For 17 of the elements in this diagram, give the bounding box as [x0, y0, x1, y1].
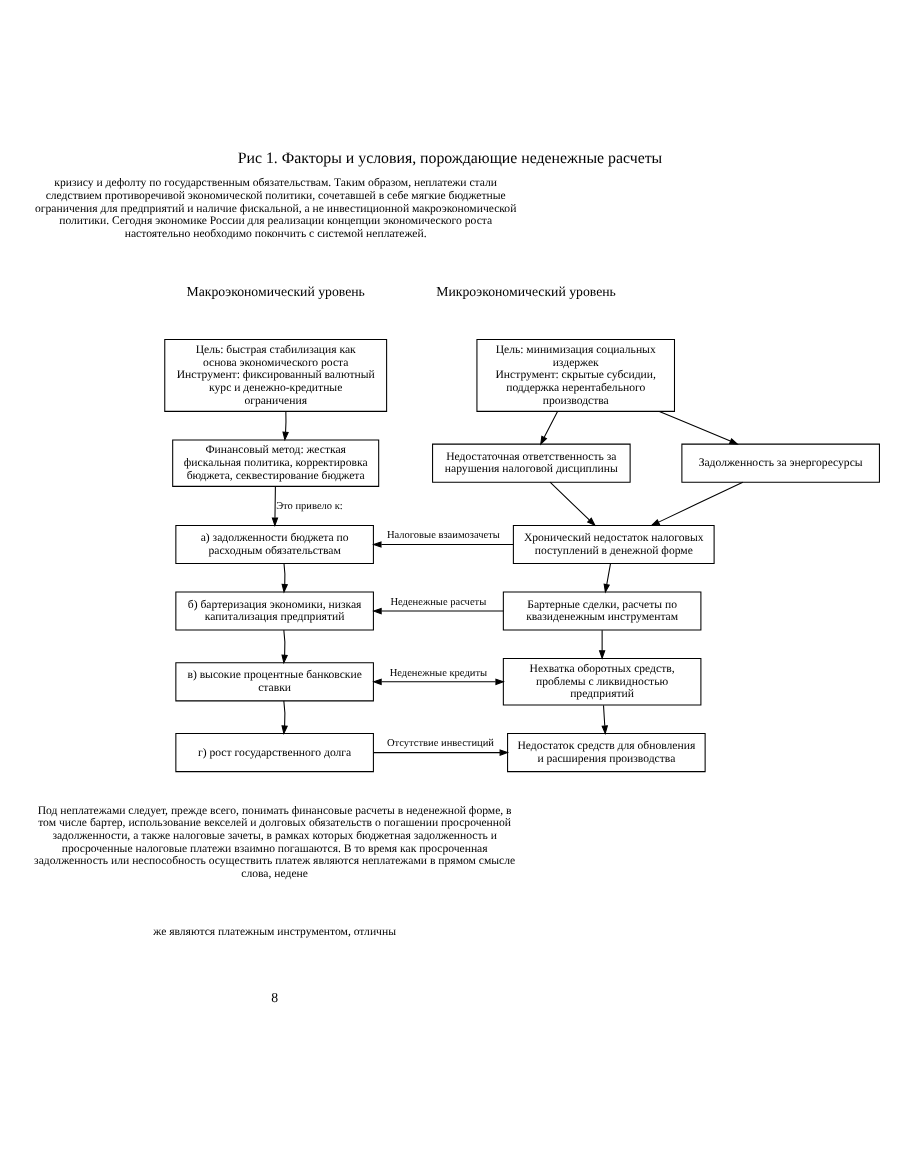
arrow — [271, 486, 279, 528]
arrow — [372, 607, 504, 615]
arrow — [281, 629, 288, 665]
arrow — [281, 700, 288, 735]
arrow — [281, 563, 289, 594]
arrow — [603, 563, 611, 594]
arrow — [601, 704, 609, 735]
diagram-title: Рис 1. Факторы и условия, порождающие неденежные расчеты — [237, 149, 663, 168]
arrow — [549, 481, 596, 527]
arrow — [373, 749, 510, 756]
arrow — [372, 678, 505, 686]
arrow — [372, 541, 514, 548]
arrow — [282, 411, 289, 442]
arrow — [650, 481, 744, 527]
arrow — [540, 411, 558, 446]
arrow — [598, 629, 606, 660]
arrow — [658, 410, 739, 445]
